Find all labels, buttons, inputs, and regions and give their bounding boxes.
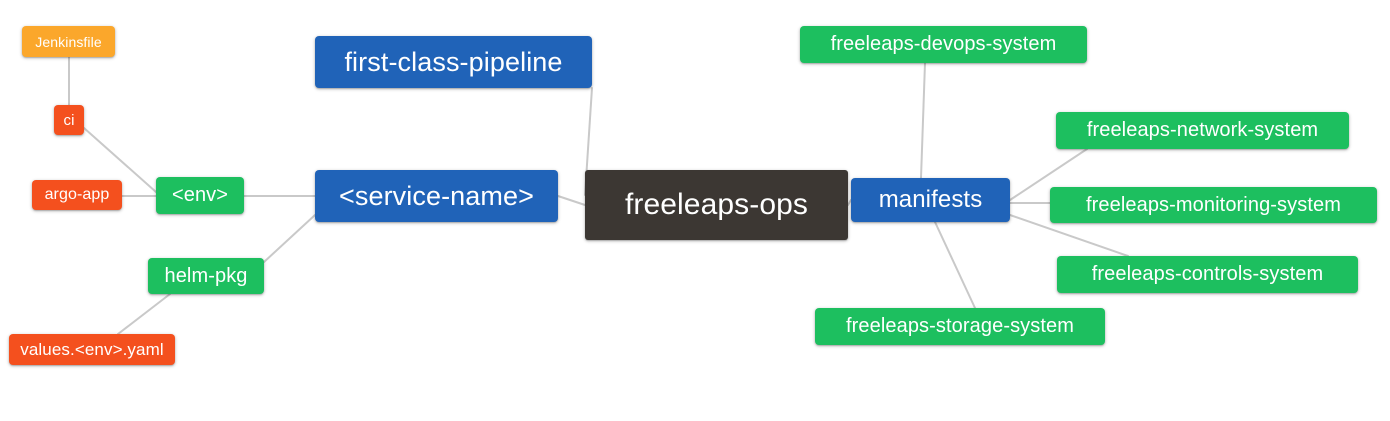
node-label: Jenkinsfile (35, 33, 102, 50)
edge-service-name-to-helm-pkg (263, 214, 316, 263)
node-label: freeleaps-devops-system (830, 33, 1057, 55)
node-label: <env> (171, 184, 229, 206)
node-argo-app[interactable]: argo-app (32, 180, 122, 210)
node-label: helm-pkg (164, 264, 248, 287)
node-freeleaps-devops-system[interactable]: freeleaps-devops-system (800, 26, 1087, 63)
node-jenkinsfile[interactable]: Jenkinsfile (22, 26, 115, 57)
node-first-class-pipeline[interactable]: first-class-pipeline (315, 36, 592, 88)
node-label: values.<env>.yaml (20, 339, 164, 359)
node-label: first-class-pipeline (344, 46, 563, 77)
edge-freeleaps-ops-to-service-name (557, 195, 586, 206)
node-freeleaps-ops[interactable]: freeleaps-ops (585, 170, 848, 240)
node-ci[interactable]: ci (54, 105, 84, 135)
node-label: ci (63, 111, 75, 129)
node-freeleaps-monitoring-system[interactable]: freeleaps-monitoring-system (1050, 187, 1377, 223)
node-helm-pkg[interactable]: helm-pkg (148, 258, 264, 294)
node-freeleaps-network-system[interactable]: freeleaps-network-system (1056, 112, 1349, 149)
edge-manifests-to-freeleaps-storage-system (934, 221, 976, 309)
node-label: manifests (878, 186, 983, 213)
node-env[interactable]: <env> (156, 177, 244, 214)
node-freeleaps-storage-system[interactable]: freeleaps-storage-system (815, 308, 1105, 345)
node-freeleaps-controls-system[interactable]: freeleaps-controls-system (1057, 256, 1358, 293)
node-manifests[interactable]: manifests (851, 178, 1010, 222)
edge-manifests-to-freeleaps-devops-system (920, 62, 926, 179)
node-label: freeleaps-controls-system (1091, 263, 1324, 285)
node-label: freeleaps-ops (624, 188, 809, 221)
node-label: freeleaps-storage-system (845, 315, 1075, 337)
node-label: freeleaps-network-system (1086, 119, 1319, 141)
node-values-env-yaml[interactable]: values.<env>.yaml (9, 334, 175, 365)
node-label: argo-app (44, 186, 110, 203)
node-service-name[interactable]: <service-name> (315, 170, 558, 222)
edge-helm-pkg-to-values-env-yaml (117, 293, 171, 335)
node-label: freeleaps-monitoring-system (1085, 193, 1341, 216)
node-label: <service-name> (339, 180, 534, 211)
